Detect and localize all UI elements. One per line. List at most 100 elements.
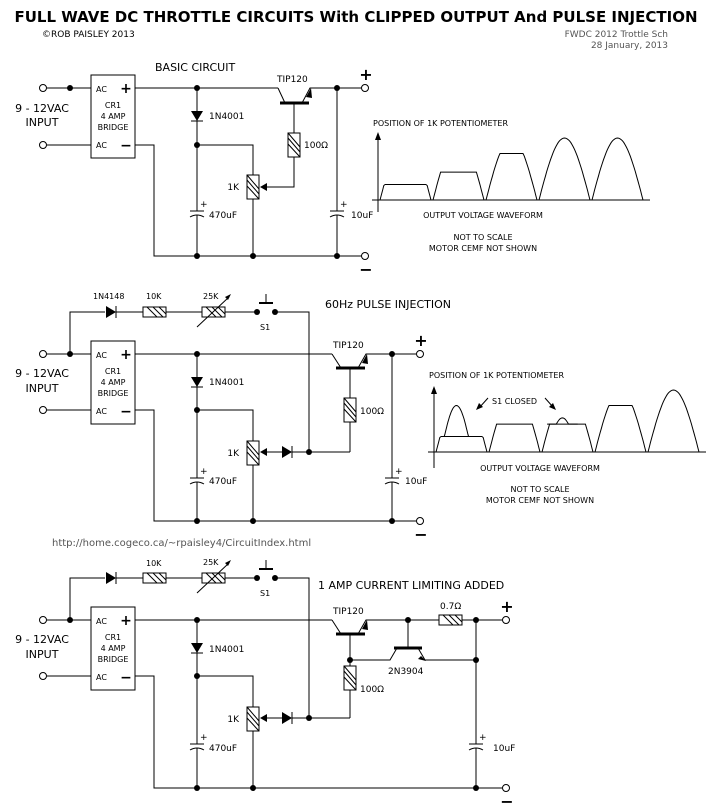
output-minus-label: − (500, 792, 513, 809)
circuit-title: 60Hz PULSE INJECTION (325, 298, 451, 311)
inj-diode-label: 1N4148 (93, 292, 124, 301)
doc-date: 28 January, 2013 (591, 41, 668, 51)
output-plus-label: + (359, 65, 372, 84)
bridge-label: CR1 (105, 633, 121, 642)
waveform-axis-label: POSITION OF 1K POTENTIOMETER (429, 371, 564, 380)
cap-label: 470uF (209, 477, 237, 487)
cap-out-label: 10uF (405, 477, 427, 487)
output-plus-label: + (414, 331, 427, 350)
copyright: ©ROB PAISLEY 2013 (42, 30, 135, 40)
waveform-basic: POSITION OF 1K POTENTIOMETER OUTPUT VOLT… (372, 119, 650, 253)
basic-circuit: BASIC CIRCUIT 9 - 12VAC INPUT AC AC + − … (15, 61, 373, 279)
injected-pulse (441, 404, 472, 437)
bridge-rating: 4 AMP (101, 112, 126, 121)
circuit-title: 1 AMP CURRENT LIMITING ADDED (318, 579, 504, 592)
inj-resistor-label: 10K (146, 559, 162, 568)
bridge-type: BRIDGE (98, 655, 129, 664)
bridge-ac-bottom: AC (96, 141, 107, 150)
diode-label: 1N4001 (209, 378, 244, 388)
doc-id: FWDC 2012 Trottle Sch (565, 30, 668, 40)
injected-pulse (547, 417, 578, 425)
bridge-label: CR1 (105, 367, 121, 376)
transistor-label: TIP120 (332, 341, 364, 351)
output-terminal-plus (361, 84, 369, 92)
input-label: INPUT (26, 648, 59, 661)
waveform-cycle (594, 405, 647, 453)
cap-label: 470uF (209, 744, 237, 754)
diode-label: 1N4001 (209, 112, 244, 122)
cap-polarity: + (395, 467, 403, 477)
waveform-cycle (432, 171, 485, 201)
cap-polarity: + (200, 200, 208, 210)
waveform-cycle (435, 436, 488, 453)
bridge-ac-top: AC (96, 85, 107, 94)
clip-diode-icon (282, 712, 292, 724)
input-label-voltage: 9 - 12VAC (15, 367, 69, 380)
waveform-note-2: MOTOR CEMF NOT SHOWN (429, 244, 537, 253)
input-terminal-top (39, 616, 47, 624)
output-terminal-minus (361, 252, 369, 260)
s1-closed-annotation: S1 CLOSED (492, 397, 537, 406)
input-terminal-bottom (39, 141, 47, 149)
input-label-voltage: 9 - 12VAC (15, 102, 69, 115)
source-url: http://home.cogeco.ca/~rpaisley4/Circuit… (52, 538, 311, 549)
inj-resistor-label: 10K (146, 292, 162, 301)
sense-resistor-label: 0.7Ω (440, 602, 461, 612)
waveform-pulse: POSITION OF 1K POTENTIOMETER S1 CLOSED O… (428, 371, 706, 505)
base-res-label: 100Ω (304, 141, 328, 151)
output-minus-label: − (414, 525, 427, 544)
cap-out-label: 10uF (351, 211, 373, 221)
input-label: INPUT (26, 382, 59, 395)
switch-label: S1 (260, 589, 270, 598)
output-terminal-minus (416, 517, 424, 525)
output-minus-label: − (359, 260, 372, 279)
bridge-ac-bottom: AC (96, 407, 107, 416)
cap-polarity: + (200, 733, 208, 743)
bridge-label: CR1 (105, 101, 121, 110)
bridge-minus: − (120, 404, 132, 420)
input-terminal-bottom (39, 406, 47, 414)
limit-transistor-label: 2N3904 (388, 667, 424, 677)
diode-icon (106, 572, 116, 584)
waveform-note: NOT TO SCALE (453, 233, 512, 242)
waveform-cycle (538, 137, 591, 201)
waveform-axis-label: POSITION OF 1K POTENTIOMETER (373, 119, 508, 128)
waveform-cycle (591, 137, 644, 201)
waveform-cycle (379, 184, 432, 201)
input-terminal-top (39, 84, 47, 92)
clip-diode-icon (282, 446, 292, 458)
bridge-rectifier (90, 606, 136, 691)
cap-polarity: + (200, 467, 208, 477)
cap-polarity: + (340, 200, 348, 210)
base-res-label: 100Ω (360, 407, 384, 417)
pot-label: 1K (227, 183, 240, 193)
waveform-cycle (647, 389, 700, 453)
cap-label: 470uF (209, 211, 237, 221)
pot-label: 1K (227, 715, 240, 725)
inj-trimmer-label: 25K (203, 558, 219, 567)
bridge-plus: + (120, 81, 132, 97)
diode-icon (191, 111, 203, 121)
cap-out-label: 10uF (493, 744, 515, 754)
waveform-cycle (488, 423, 541, 453)
bridge-rating: 4 AMP (101, 644, 126, 653)
bridge-ac-bottom: AC (96, 673, 107, 682)
transistor-label: TIP120 (276, 75, 308, 85)
waveform-note-2: MOTOR CEMF NOT SHOWN (486, 496, 594, 505)
diode-label: 1N4001 (209, 645, 244, 655)
bridge-plus: + (120, 613, 132, 629)
bridge-minus: − (120, 670, 132, 686)
bridge-ac-top: AC (96, 617, 107, 626)
waveform-cycle (541, 423, 594, 453)
input-label-voltage: 9 - 12VAC (15, 633, 69, 646)
pulse-injection-circuit: 60Hz PULSE INJECTION 9 - 12VAC INPUT AC … (15, 292, 451, 544)
bridge-plus: + (120, 347, 132, 363)
output-terminal-minus (502, 784, 510, 792)
waveform-note: NOT TO SCALE (510, 485, 569, 494)
inj-trimmer-label: 25K (203, 292, 219, 301)
pot-label: 1K (227, 449, 240, 459)
cap-polarity: + (479, 733, 487, 743)
diode-icon (191, 377, 203, 387)
bridge-type: BRIDGE (98, 389, 129, 398)
